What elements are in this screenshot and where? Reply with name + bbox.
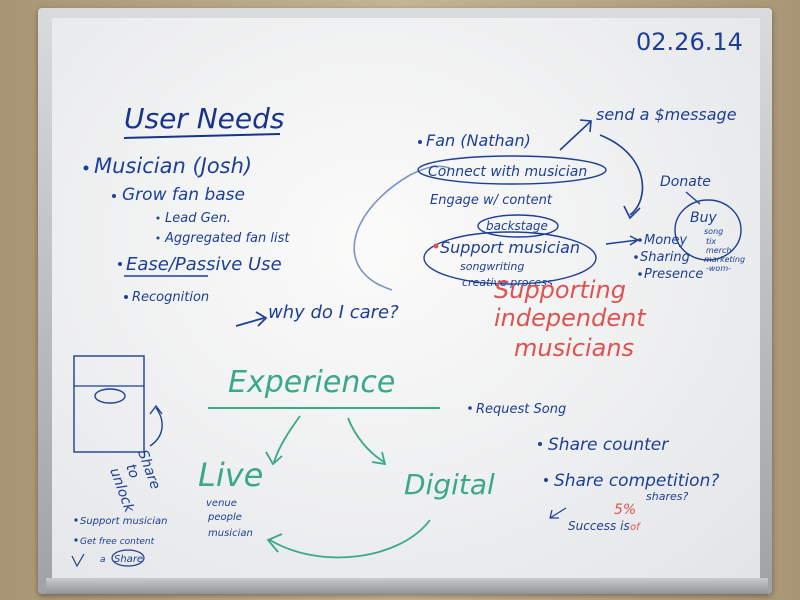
title-underline (123, 133, 281, 139)
supporting-line-3: musicians (514, 334, 634, 362)
share-competition-label: Share competition? (554, 471, 719, 491)
bullet-dot (156, 216, 160, 220)
ease-label: Ease/Passive Use (126, 254, 282, 275)
bullet-dot (74, 518, 78, 522)
live-item: people (207, 512, 242, 523)
send-label: send a $message (596, 105, 737, 124)
arrow-icon (265, 415, 301, 466)
phone-sketch (73, 355, 145, 453)
live-item: musician (208, 528, 253, 539)
bullet-dot (156, 236, 160, 240)
bullet-dot (74, 538, 78, 542)
donate-label: Donate (660, 174, 711, 190)
why-label: why do I care? (268, 302, 399, 323)
live-label: Live (198, 456, 263, 494)
share-unlock-section: Share to unlock Support musician Get fre… (71, 355, 168, 568)
loop-line (353, 165, 451, 291)
live-item: venue (206, 498, 237, 509)
marketing-label: marketing (704, 255, 745, 264)
bullet-dot (638, 272, 642, 276)
digital-label: Digital (404, 468, 495, 501)
user-needs-section: User Needs Musician (Josh) Grow fan base… (83, 102, 290, 305)
share-counter-label: Share counter (548, 435, 669, 455)
supporting-line-2: independent (494, 304, 647, 332)
fan-label: Fan (Nathan) (426, 131, 531, 150)
arrow-icon (266, 519, 431, 559)
bullet-dot (634, 255, 638, 259)
arrow-icon (685, 191, 701, 205)
of-label: of (630, 522, 641, 533)
buy-item: tix (706, 237, 716, 246)
fan-section: Fan (Nathan) Connect with musician Engag… (417, 131, 647, 362)
to-vertical: to (122, 462, 142, 481)
check-icon (71, 553, 85, 568)
whiteboard-surface (52, 18, 760, 582)
buy-item: merch (706, 246, 731, 255)
backstage-ellipse (477, 214, 559, 238)
arrow-icon (559, 119, 592, 151)
creative-label: creative process (462, 276, 553, 289)
why-section: why do I care? (235, 119, 644, 327)
five-pct-label: 5% (614, 502, 636, 518)
lead-label: Lead Gen. (165, 211, 231, 226)
date-text: 02.26.14 (636, 28, 743, 56)
support-ellipse (423, 231, 597, 285)
user-needs-title: User Needs (124, 102, 284, 135)
bullet-dot (468, 406, 472, 410)
aggregated-label: Aggregated fan list (164, 231, 290, 246)
presence-label: Presence (644, 267, 703, 282)
a-label: a (100, 555, 106, 565)
right-section: send a $message Donate Buy song tix merc… (596, 105, 745, 282)
arrow-icon (347, 417, 387, 466)
connect-label: Connect with musician (428, 164, 587, 180)
buy-item: song (704, 227, 723, 236)
arrow-icon (149, 404, 163, 447)
connect-ellipse (417, 155, 607, 185)
arrow-icon (605, 235, 640, 246)
bullet-dot (112, 194, 116, 198)
support-label: Support musician (440, 238, 580, 257)
sharing-label: Sharing (640, 250, 690, 265)
bullet-dot (638, 238, 642, 242)
phone-button-icon (94, 388, 126, 404)
supporting-line-1: Supporting (494, 276, 626, 304)
shares-label: shares? (646, 490, 688, 503)
share-bubble-label: Share (114, 554, 143, 565)
marker-tray (46, 578, 768, 594)
engage-label: Engage w/ content (430, 193, 553, 208)
songwriting-label: songwriting (460, 260, 524, 273)
unlock-item: Support musician (80, 516, 168, 527)
musician-label: Musician (Josh) (94, 154, 252, 178)
recognition-label: Recognition (132, 290, 209, 305)
wom-label: -wom- (706, 264, 731, 273)
bullet-dot (83, 165, 89, 171)
buy-label: Buy (690, 210, 717, 226)
experience-section: Experience Live Digital venue people mus… (198, 365, 719, 559)
arrow-icon (599, 134, 644, 220)
arrow-icon (235, 311, 268, 327)
bullet-dot (544, 478, 548, 482)
bullet-dot (538, 442, 542, 446)
red-dot (433, 243, 439, 249)
share-ellipse (111, 549, 145, 567)
success-label: Success is (568, 519, 630, 533)
unlock-item: Get free content (80, 537, 155, 547)
experience-title: Experience (228, 365, 395, 400)
money-label: Money (644, 233, 687, 248)
buy-ellipse (674, 199, 742, 261)
arrow-icon (549, 507, 567, 519)
grow-label: Grow fan base (122, 185, 245, 205)
bullet-dot (124, 295, 128, 299)
bullet-dot (118, 262, 122, 266)
request-label: Request Song (476, 402, 566, 417)
bullet-dot (418, 140, 422, 144)
backstage-label: backstage (486, 219, 548, 233)
